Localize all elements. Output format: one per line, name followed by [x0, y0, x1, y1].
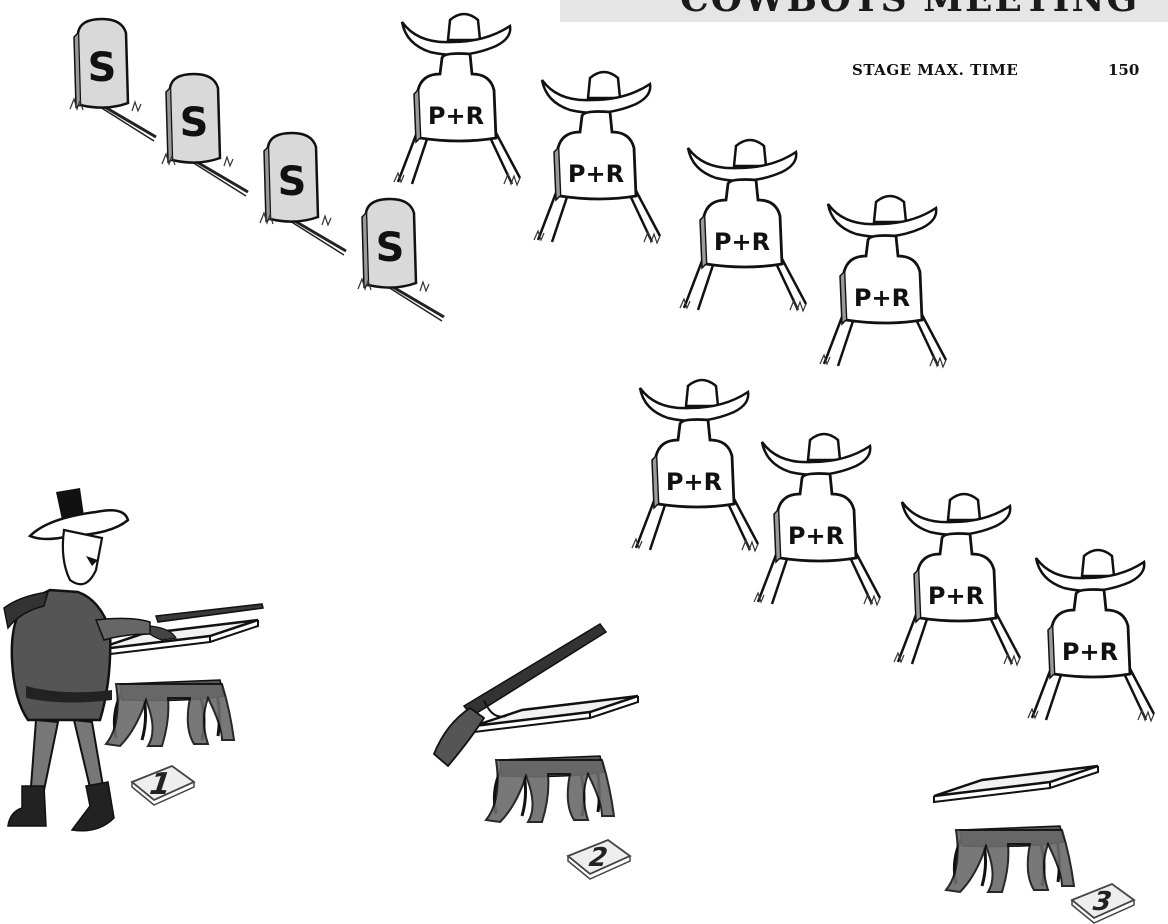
- steel-target: S: [70, 19, 156, 141]
- shooting-table-3: [934, 766, 1098, 892]
- position-plaque-3: 3: [1072, 884, 1134, 923]
- pr-target: P+R: [534, 72, 660, 243]
- rifle-icon: [434, 624, 606, 766]
- pr-target: P+R: [680, 140, 806, 311]
- steel-target-label: S: [278, 159, 307, 205]
- pr-target-label: P+R: [788, 522, 844, 550]
- steel-target-label: S: [180, 100, 209, 146]
- cowboy-icon: [4, 488, 150, 831]
- pr-target-label: P+R: [666, 468, 722, 496]
- shooting-table-2: [474, 696, 638, 822]
- steel-target: S: [260, 133, 346, 255]
- pr-target-label: P+R: [1062, 638, 1118, 666]
- steel-target: S: [162, 74, 248, 196]
- pr-target: P+R: [394, 14, 520, 185]
- pr-target-label: P+R: [714, 228, 770, 256]
- position-plaque-1: 1: [132, 766, 194, 805]
- position-plaque-2: 2: [568, 840, 630, 879]
- pr-target-label: P+R: [928, 582, 984, 610]
- pr-target: P+R: [632, 380, 758, 551]
- pr-target-label: P+R: [854, 284, 910, 312]
- pr-target-label: P+R: [568, 160, 624, 188]
- pr-target-label: P+R: [428, 102, 484, 130]
- pr-target: P+R: [1028, 550, 1154, 721]
- pr-target: P+R: [894, 494, 1020, 665]
- pr-target: P+R: [820, 196, 946, 367]
- steel-target: S: [358, 199, 444, 321]
- pr-target: P+R: [754, 434, 880, 605]
- steel-target-label: S: [376, 225, 405, 271]
- steel-target-label: S: [88, 45, 117, 91]
- shooting-table-1: [94, 620, 258, 746]
